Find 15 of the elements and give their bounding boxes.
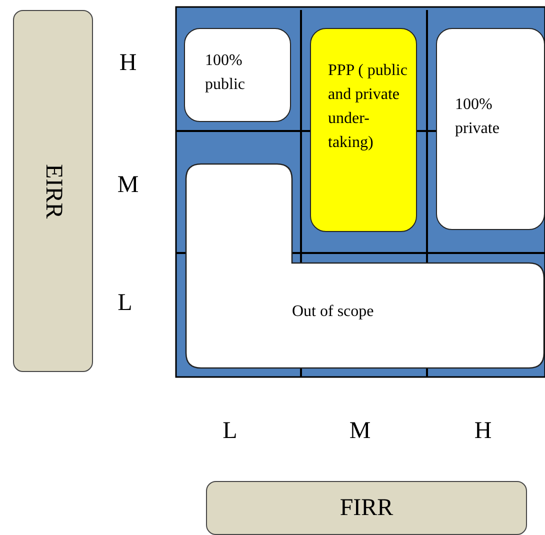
category-text: 100% public — [205, 51, 246, 95]
category-box — [310, 28, 417, 232]
axis-level-label: M — [116, 172, 140, 199]
category-box — [184, 28, 291, 122]
axis-level-label: L — [222, 418, 238, 445]
axis-level-label: H — [118, 50, 138, 77]
category-box — [436, 28, 545, 230]
axis-level-label: M — [348, 418, 372, 445]
axis-label-box: EIRR — [13, 10, 93, 372]
category-text: PPP ( public and private under- taking) — [328, 61, 408, 153]
axis-level-label: H — [473, 418, 493, 445]
axis-level-label: L — [116, 290, 134, 317]
category-text: 100% private — [455, 95, 500, 139]
category-text: Out of scope — [292, 302, 375, 322]
axis-label-box: FIRR — [206, 481, 527, 535]
